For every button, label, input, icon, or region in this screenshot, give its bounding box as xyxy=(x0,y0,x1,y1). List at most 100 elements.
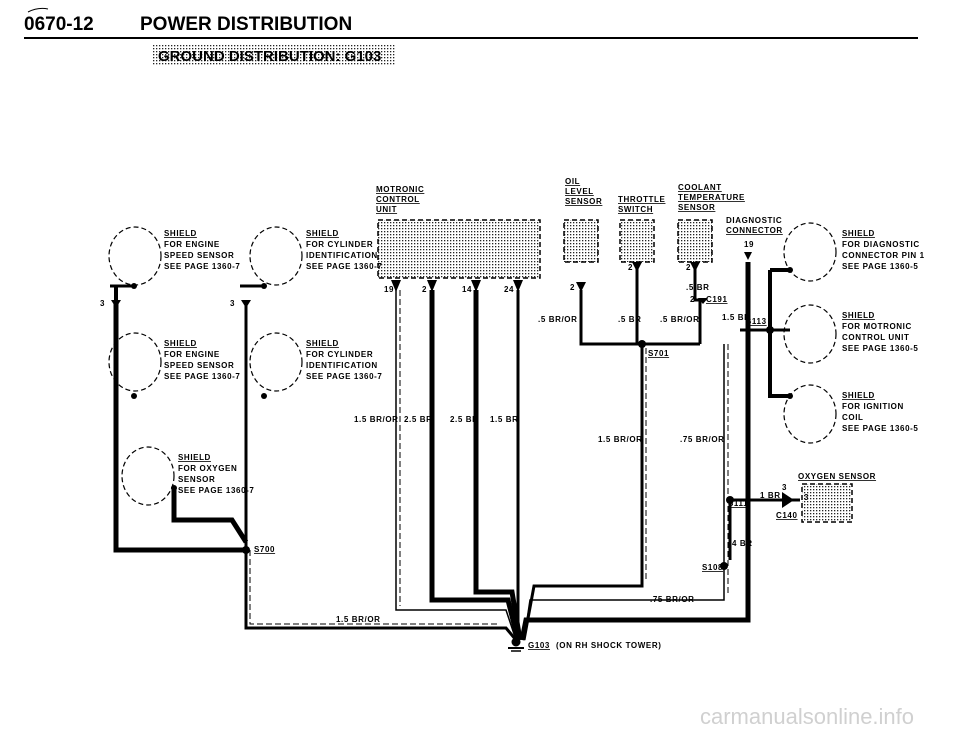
ground-note: (ON RH SHOCK TOWER) xyxy=(556,641,661,650)
diagnostic-label-2: CONNECTOR xyxy=(726,226,783,235)
svg-text:SHIELD: SHIELD xyxy=(164,229,197,238)
wire-label: 1.5 BR/OR xyxy=(354,415,399,424)
page-code: 0670-12 xyxy=(24,14,94,35)
splice-s108: S108 xyxy=(702,563,723,572)
pin-oxygen-b: 3 xyxy=(804,493,809,502)
svg-text:SEE PAGE 1360-5: SEE PAGE 1360-5 xyxy=(842,262,918,271)
pin-coolant: 2 xyxy=(686,263,691,272)
diagnostic-pin: 19 xyxy=(744,240,754,249)
svg-text:SHIELD: SHIELD xyxy=(842,229,875,238)
motronic-label-3: UNIT xyxy=(376,205,397,214)
wire-label: 1 BR xyxy=(760,491,781,500)
svg-text:FOR MOTRONIC: FOR MOTRONIC xyxy=(842,322,912,331)
svg-text:SEE PAGE 1360-7: SEE PAGE 1360-7 xyxy=(178,486,254,495)
pin-oxygen-a: 3 xyxy=(782,483,787,492)
coolant-temperature-sensor xyxy=(677,219,713,263)
pin-m24: 24 xyxy=(504,285,514,294)
wire-label: .5 BR/OR xyxy=(660,315,699,324)
pin-throttle: 2 xyxy=(628,263,633,272)
wires xyxy=(110,262,800,641)
oil-label-1: OIL xyxy=(565,177,580,186)
wire-label: .5 BR/OR xyxy=(538,315,577,324)
coolant-label-1: COOLANT xyxy=(678,183,722,192)
pin-m14: 14 xyxy=(462,285,472,294)
svg-text:SEE PAGE 1360-5: SEE PAGE 1360-5 xyxy=(842,424,918,433)
motronic-label-1: MOTRONIC xyxy=(376,185,424,194)
svg-text:SENSOR: SENSOR xyxy=(178,475,215,484)
diagnostic-connector-pin xyxy=(744,252,752,260)
svg-text:SEE PAGE 1360-7: SEE PAGE 1360-7 xyxy=(164,262,240,271)
throttle-switch xyxy=(619,219,655,263)
wire-label: .5 BR xyxy=(618,315,641,324)
wire-label: .5 BR xyxy=(686,283,709,292)
corner-mark xyxy=(27,7,49,13)
svg-text:CONTROL UNIT: CONTROL UNIT xyxy=(842,333,910,342)
svg-text:SEE PAGE 1360-5: SEE PAGE 1360-5 xyxy=(842,344,918,353)
shield-labels: SHIELD FOR ENGINE SPEED SENSOR SEE PAGE … xyxy=(164,229,925,495)
wire-label: 4 BR xyxy=(732,539,753,548)
svg-text:SHIELD: SHIELD xyxy=(306,339,339,348)
coolant-label-3: SENSOR xyxy=(678,203,715,212)
svg-text:IDENTIFICATION: IDENTIFICATION xyxy=(306,361,378,370)
svg-text:SEE PAGE 1360-7: SEE PAGE 1360-7 xyxy=(306,372,382,381)
wire-label: .75 BR/OR xyxy=(680,435,725,444)
splice-dots xyxy=(131,267,793,570)
pin-left-b: 3 xyxy=(230,299,235,308)
throttle-label-2: SWITCH xyxy=(618,205,653,214)
wire-label: 1.5 BR xyxy=(722,313,751,322)
svg-text:SEE PAGE 1360-7: SEE PAGE 1360-7 xyxy=(164,372,240,381)
svg-text:FOR CYLINDER: FOR CYLINDER xyxy=(306,350,373,359)
connector-c191: C191 xyxy=(706,295,728,304)
coolant-label-2: TEMPERATURE xyxy=(678,193,745,202)
svg-text:SHIELD: SHIELD xyxy=(842,311,875,320)
svg-text:FOR ENGINE: FOR ENGINE xyxy=(164,350,220,359)
wire-label: 2.5 BR xyxy=(404,415,433,424)
svg-text:SHIELD: SHIELD xyxy=(164,339,197,348)
subtitle-band xyxy=(152,44,396,66)
svg-text:IDENTIFICATION: IDENTIFICATION xyxy=(306,251,378,260)
svg-text:FOR OXYGEN: FOR OXYGEN xyxy=(178,464,237,473)
oil-label-2: LEVEL xyxy=(565,187,594,196)
connector-arrows xyxy=(111,262,794,508)
pin-c191: 2 xyxy=(690,295,695,304)
svg-text:SPEED SENSOR: SPEED SENSOR xyxy=(164,361,234,370)
svg-text:CONNECTOR PIN 1: CONNECTOR PIN 1 xyxy=(842,251,925,260)
wire-label: 1.5 BR/OR xyxy=(336,615,381,624)
oxygen-sensor xyxy=(801,483,853,523)
svg-text:FOR CYLINDER: FOR CYLINDER xyxy=(306,240,373,249)
wire-label: 2.5 BR xyxy=(450,415,479,424)
wire-label: 1.5 BR xyxy=(490,415,519,424)
splice-s113: S113 xyxy=(746,317,767,326)
motronic-label-2: CONTROL xyxy=(376,195,420,204)
splice-s111: S111 xyxy=(728,499,748,508)
splice-s701: S701 xyxy=(648,349,669,358)
svg-text:SEE PAGE 1360-7: SEE PAGE 1360-7 xyxy=(306,262,382,271)
diagnostic-label-1: DIAGNOSTIC xyxy=(726,216,782,225)
svg-text:SHIELD: SHIELD xyxy=(842,391,875,400)
svg-text:SPEED SENSOR: SPEED SENSOR xyxy=(164,251,234,260)
svg-text:FOR DIAGNOSTIC: FOR DIAGNOSTIC xyxy=(842,240,920,249)
shield-circles xyxy=(108,222,837,506)
pin-m19: 19 xyxy=(384,285,394,294)
pin-left-a: 3 xyxy=(100,299,105,308)
oxygen-sensor-label: OXYGEN SENSOR xyxy=(798,472,876,481)
svg-text:COIL: COIL xyxy=(842,413,864,422)
diagram-subtitle: GROUND DISTRIBUTION: G103 xyxy=(158,48,381,65)
svg-text:SHIELD: SHIELD xyxy=(178,453,211,462)
throttle-label-1: THROTTLE xyxy=(618,195,666,204)
oil-level-sensor xyxy=(563,219,599,263)
pin-oil: 2 xyxy=(570,283,575,292)
wire-label: 1.5 BR/OR xyxy=(598,435,643,444)
ground-g103-symbol xyxy=(508,637,524,652)
splice-s700: S700 xyxy=(254,545,275,554)
ground-id: G103 xyxy=(528,641,550,650)
svg-text:FOR ENGINE: FOR ENGINE xyxy=(164,240,220,249)
page-title: POWER DISTRIBUTION xyxy=(140,14,352,35)
oil-label-3: SENSOR xyxy=(565,197,602,206)
motronic-control-unit xyxy=(377,219,541,279)
watermark: carmanualsonline.info xyxy=(700,704,914,729)
svg-text:FOR IGNITION: FOR IGNITION xyxy=(842,402,904,411)
svg-text:SHIELD: SHIELD xyxy=(306,229,339,238)
connector-c140: C140 xyxy=(776,511,798,520)
